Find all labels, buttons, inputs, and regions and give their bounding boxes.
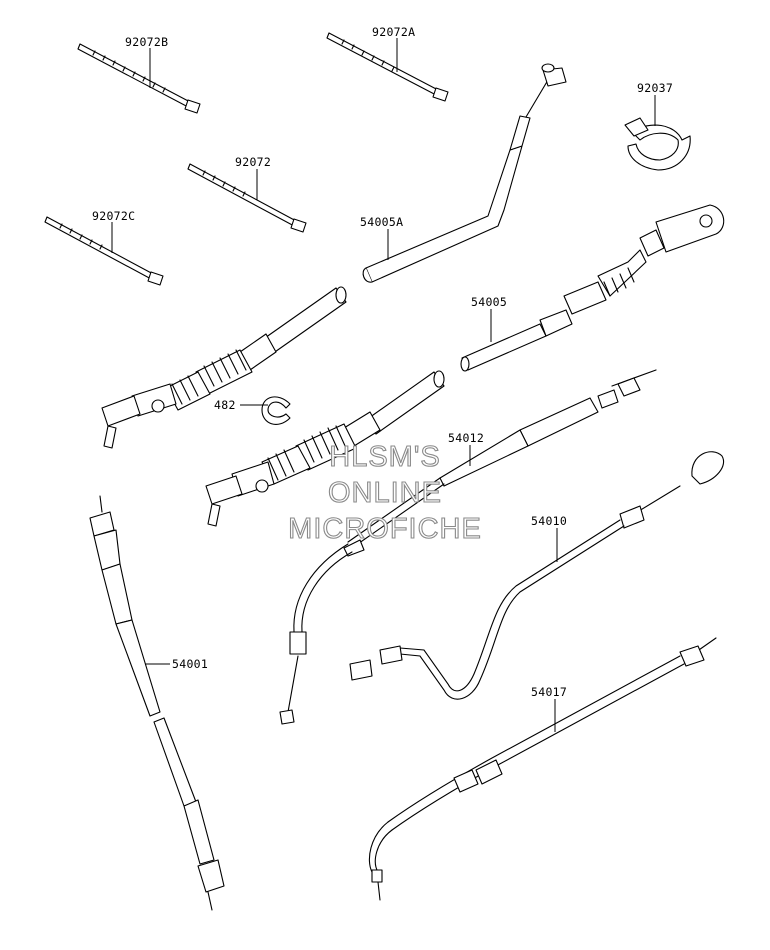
watermark-line-1: HLSM'S	[329, 441, 440, 473]
watermark-line-2: ONLINE	[328, 477, 442, 509]
part-label: 92072C	[92, 209, 135, 223]
label-92072B: 92072B	[125, 35, 168, 88]
watermark-line-3: MICROFICHE	[288, 513, 482, 545]
part-label: 54010	[531, 514, 567, 528]
part-label: 92037	[637, 81, 673, 95]
part-label: 482	[214, 398, 236, 412]
part-label: 54005A	[360, 215, 403, 229]
lever-cable-lower	[205, 370, 445, 527]
part-label: 54012	[448, 431, 484, 445]
cable-tie-92072C	[44, 216, 164, 286]
part-label: 54001	[172, 657, 208, 671]
throttle-cable-54012	[279, 369, 657, 725]
choke-cable-54005A	[362, 63, 567, 283]
label-54017: 54017	[531, 685, 567, 732]
cable-tie-92072A	[326, 32, 449, 102]
label-92072: 92072	[235, 155, 271, 200]
label-92037: 92037	[637, 81, 673, 126]
cable-tie-92072B	[77, 43, 201, 114]
clamp-92037	[624, 117, 691, 171]
part-label: 54005	[471, 295, 507, 309]
part-label: 92072	[235, 155, 271, 169]
clip-482	[261, 396, 291, 425]
label-54012: 54012	[448, 431, 484, 466]
speedometer-cable-54001	[89, 495, 225, 911]
cable-54010	[349, 451, 724, 700]
part-label: 92072B	[125, 35, 168, 49]
watermark: HLSM'S ONLINE MICROFICHE	[288, 440, 482, 545]
label-92072A: 92072A	[372, 25, 415, 72]
label-54001: 54001	[145, 657, 208, 671]
label-92072C: 92072C	[92, 209, 135, 253]
clutch-cable-54005	[460, 204, 725, 372]
label-54005A: 54005A	[360, 215, 403, 260]
part-label: 92072A	[372, 25, 415, 39]
part-label: 54017	[531, 685, 567, 699]
cable-54017	[368, 637, 717, 901]
label-482: 482	[214, 398, 268, 412]
label-54010: 54010	[531, 514, 567, 562]
lever-cable-upper	[101, 286, 347, 449]
cable-tie-92072	[187, 163, 307, 233]
label-54005: 54005	[471, 295, 507, 342]
